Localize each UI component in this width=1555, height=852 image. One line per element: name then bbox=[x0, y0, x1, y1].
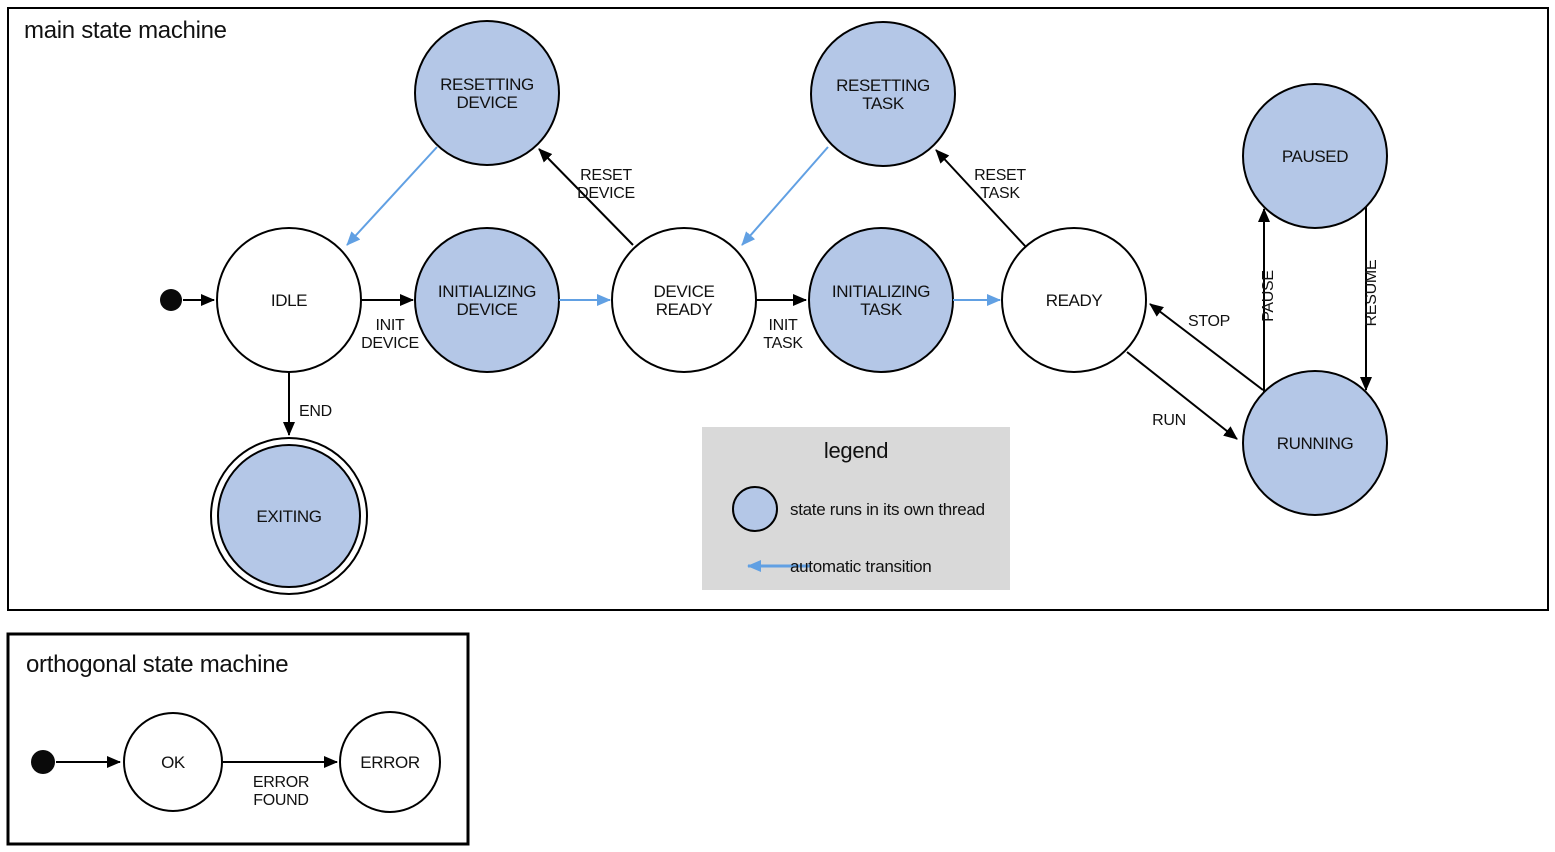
transition-device-ready-to-resetting-device-arrow bbox=[538, 148, 634, 246]
transition-resetting-task-to-device-ready-auto-arrow bbox=[741, 146, 829, 246]
state-paused bbox=[1242, 83, 1388, 229]
orthogonal_machine-initial-state-dot bbox=[31, 750, 55, 774]
orthogonal_machine-title: orthogonal state machine bbox=[26, 651, 288, 678]
state-resetting-device bbox=[414, 20, 560, 166]
state-idle-label: IDLE bbox=[271, 291, 307, 310]
main_machine-initial-state-dot bbox=[160, 289, 182, 311]
state-running bbox=[1242, 370, 1388, 516]
state-ready bbox=[1001, 227, 1147, 373]
transition-idle-to-exiting-label: END bbox=[299, 403, 332, 420]
legend-title: legend bbox=[824, 438, 888, 463]
state-ok-label: OK bbox=[161, 753, 186, 772]
main_machine-title: main state machine bbox=[24, 17, 227, 44]
state-resetting-task bbox=[810, 21, 956, 167]
transition-paused-to-running-label: RESUME bbox=[1363, 260, 1380, 327]
state-error bbox=[339, 711, 441, 813]
transition-ready-to-running-arrow bbox=[1126, 351, 1238, 440]
orthogonal_machine-box bbox=[6, 632, 470, 846]
transition-running-to-ready-arrow bbox=[1149, 303, 1264, 391]
legend-auto-label: automatic transition bbox=[790, 557, 931, 576]
state-error-label: ERROR bbox=[360, 753, 420, 772]
legend-thread-circle-icon bbox=[732, 486, 778, 532]
transition-ready-to-running-label: RUN bbox=[1152, 412, 1186, 429]
state-paused-label: PAUSED bbox=[1282, 147, 1348, 166]
state-running-label: RUNNING bbox=[1277, 434, 1354, 453]
state-ready-label: READY bbox=[1046, 291, 1103, 310]
state-exiting bbox=[217, 444, 361, 588]
legend-thread-label: state runs in its own thread bbox=[790, 500, 985, 519]
transition-ready-to-resetting-task-arrow bbox=[935, 149, 1027, 248]
main_machine-box bbox=[7, 7, 1549, 611]
transition-running-to-paused-label: PAUSE bbox=[1260, 270, 1277, 322]
state-exiting-label: EXITING bbox=[256, 507, 321, 526]
state-ok bbox=[123, 712, 223, 812]
transition-resetting-device-to-idle-auto-arrow bbox=[346, 146, 438, 246]
transition-running-to-ready-label: STOP bbox=[1188, 313, 1230, 330]
